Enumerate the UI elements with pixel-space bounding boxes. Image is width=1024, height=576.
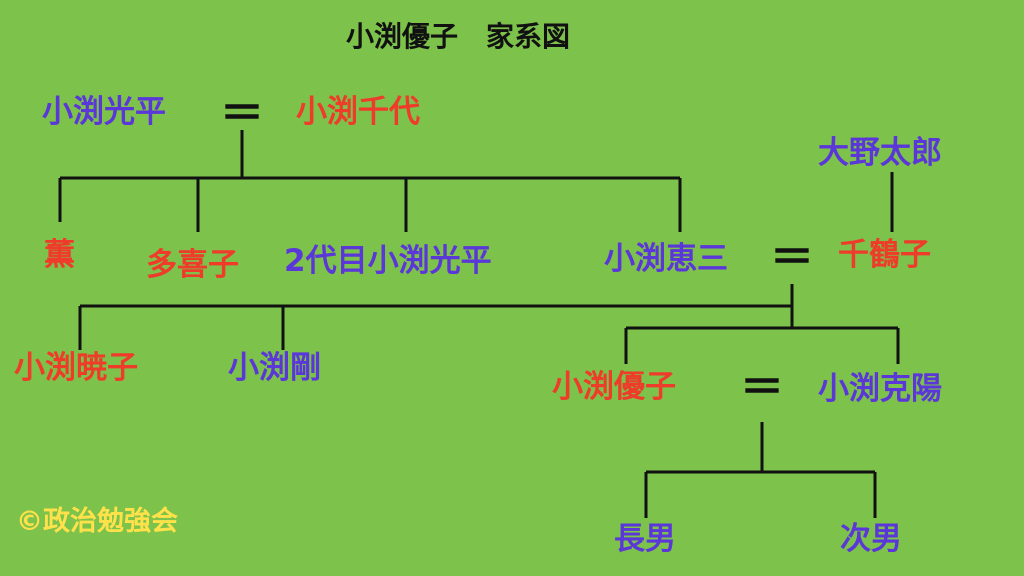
- marriage-symbol-2: ＝: [770, 232, 814, 283]
- marriage-symbol-1: ＝: [220, 88, 264, 139]
- person-keizo: 小渕恵三: [604, 241, 728, 277]
- person-koheiJr: 2代目小渕光平: [284, 243, 492, 279]
- person-yuko: 小渕優子: [552, 369, 676, 405]
- person-katsuharu: 小渕克陽: [818, 371, 942, 407]
- credit-watermark: ©政治勉強会: [16, 506, 178, 537]
- person-takiko: 多喜子: [146, 247, 239, 283]
- person-akiko: 小渕暁子: [14, 350, 138, 386]
- person-taro: 大野太郎: [818, 135, 942, 171]
- person-koheiSr: 小渕光平: [42, 94, 166, 130]
- person-takeshi: 小渕剛: [228, 350, 321, 386]
- person-chizuko: 千鶴子: [838, 237, 931, 273]
- diagram-title: 小渕優子 家系図: [346, 20, 571, 53]
- person-kaoru: 薫: [44, 237, 75, 273]
- person-eldest: 長男: [614, 521, 676, 557]
- marriage-symbol-3: ＝: [740, 362, 784, 413]
- person-chiyo: 小渕千代: [296, 94, 420, 130]
- person-second: 次男: [840, 521, 902, 557]
